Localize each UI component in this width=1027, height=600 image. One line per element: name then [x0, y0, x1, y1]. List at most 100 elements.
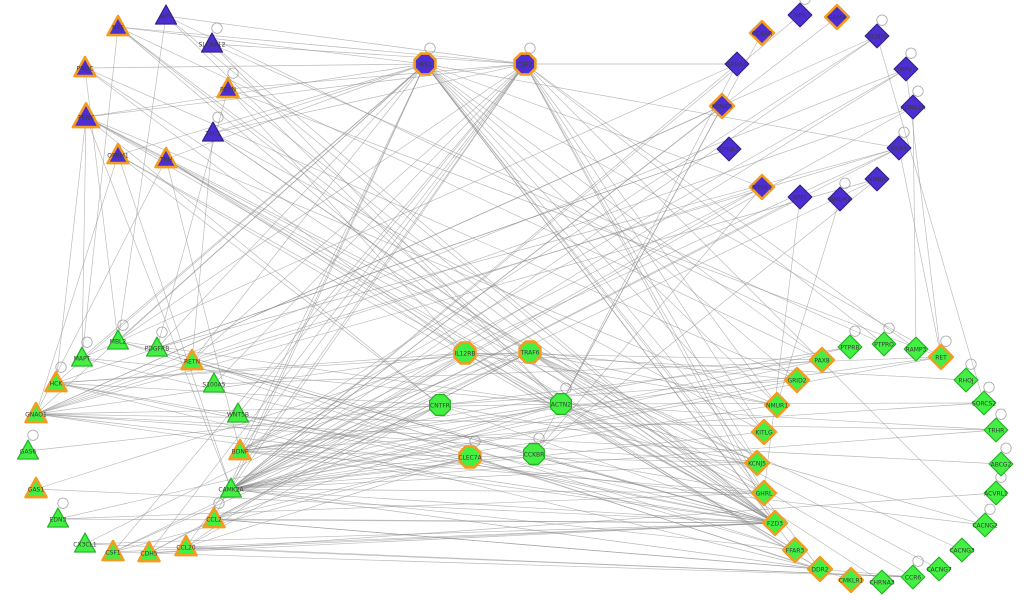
edge-CAMK2A-NMUR1[interactable] — [230, 404, 778, 490]
node-RET[interactable] — [927, 343, 955, 371]
edge-PENK-MAPT[interactable] — [81, 116, 87, 359]
edge-IL12RB-TRH[interactable] — [165, 158, 466, 354]
edge-CSF2-RETN[interactable] — [191, 63, 526, 362]
node-SLC6A12[interactable] — [200, 32, 224, 53]
node-GHRL[interactable] — [750, 479, 778, 507]
node-PTPRB[interactable] — [837, 334, 863, 360]
edge-CAMK2A-KITLG[interactable] — [230, 431, 765, 490]
edge-ACTN2-EDN3[interactable] — [57, 403, 562, 520]
edge-CAMK2A-DDR2[interactable] — [230, 488, 821, 570]
node-ADRA2A[interactable] — [900, 94, 926, 120]
edge-NTSR1-GNAO1[interactable] — [35, 186, 763, 415]
edge-ACTN2-NTS[interactable] — [117, 26, 562, 405]
edge-CCL20-CCR6[interactable] — [185, 546, 914, 578]
node-MAPT[interactable] — [70, 346, 94, 367]
edge-CSF2-MBL2[interactable] — [117, 63, 526, 342]
edge-CAMK2A-NMBR[interactable] — [230, 178, 878, 490]
edge-ACTN2-GNAO1[interactable] — [35, 403, 562, 415]
node-PDYN[interactable] — [216, 76, 240, 99]
edge-TRAF6-NMUR1[interactable] — [529, 351, 778, 406]
edge-CSF2-RAMP3[interactable] — [524, 63, 917, 350]
node-DDR2[interactable] — [806, 555, 834, 583]
edge-CSF2-S100A5[interactable] — [213, 63, 526, 385]
node-FFAR3[interactable] — [781, 536, 809, 564]
edge-CNTFR-OPRM1[interactable] — [117, 154, 441, 406]
node-CSF2[interactable] — [513, 52, 537, 76]
edge-IRS1-PENK[interactable] — [85, 63, 426, 118]
edge-OPRM1-GNAO1[interactable] — [35, 154, 119, 415]
edge-BDNF-TRPV1[interactable] — [239, 68, 907, 452]
edge-IL12RB-GNAO1[interactable] — [35, 352, 466, 415]
edge-TRAF6-CSF1[interactable] — [112, 351, 531, 553]
edge-NPFF-GHRL[interactable] — [763, 196, 801, 494]
node-FZD3[interactable] — [761, 509, 789, 537]
edge-TRAF6-CACNG7[interactable] — [529, 351, 940, 570]
edge-CCL2-DDR2[interactable] — [213, 518, 821, 570]
node-CCR6[interactable] — [900, 564, 926, 590]
node-TRHR[interactable] — [983, 417, 1009, 443]
node-SORCS2[interactable] — [971, 390, 997, 416]
edge-NTS-MAPT[interactable] — [81, 26, 119, 359]
edge-IRS1-TRH[interactable] — [165, 63, 426, 160]
edge-CCKBR-GHRL[interactable] — [533, 453, 765, 494]
edge-FZD3-HCK[interactable] — [55, 382, 776, 524]
edge-PENK-KCNJ5[interactable] — [85, 116, 758, 464]
edge-CAMK2A-NPS[interactable] — [230, 14, 801, 490]
edge-TRAF6-NTS[interactable] — [117, 26, 531, 353]
node-CNTFR[interactable] — [429, 394, 451, 416]
node-WNT5B[interactable] — [226, 402, 250, 423]
edge-EPHA7-PDGFRB[interactable] — [156, 148, 730, 349]
node-PDGFRB[interactable] — [145, 336, 169, 357]
node-CACNG3[interactable] — [949, 537, 975, 563]
edge-ACTN2-EPHA4[interactable] — [560, 63, 738, 405]
edge-CSF2-NMUR1[interactable] — [524, 63, 778, 406]
edge-CSF2-KCNJ5[interactable] — [524, 63, 758, 464]
node-KRAS[interactable] — [886, 135, 912, 161]
edge-TRAF6-KCNJ5[interactable] — [529, 351, 758, 464]
edge-TRH-BDNF[interactable] — [165, 158, 241, 452]
edge-CAMK2A-CNTFR[interactable] — [230, 404, 441, 490]
node-PENK[interactable] — [71, 102, 101, 129]
edge-FZD3-EDN3[interactable] — [57, 518, 776, 524]
edge-IL12RB-FFAR3[interactable] — [464, 352, 796, 551]
edge-CSF2-NPY[interactable] — [165, 15, 526, 65]
edge-FZD3-PDYN[interactable] — [227, 88, 776, 524]
node-KITLG[interactable] — [750, 418, 778, 446]
edge-IL12RB-CX3CL1[interactable] — [84, 352, 466, 545]
edge-CSF2-KITLG[interactable] — [524, 63, 765, 433]
edge-OPRM1-CAMK2A[interactable] — [117, 154, 232, 490]
edge-CNTFR-PENK[interactable] — [85, 116, 441, 406]
node-PNOC[interactable] — [73, 55, 97, 78]
edge-CSF1-CCR6[interactable] — [112, 551, 914, 578]
edge-TRAF6-CCR6[interactable] — [529, 351, 914, 578]
edge-NMBR-GNAO1[interactable] — [35, 178, 878, 415]
edge-FZD3-CX3CL1[interactable] — [84, 522, 776, 545]
edge-FZD3-CDH5[interactable] — [148, 522, 776, 554]
edge-KCNJ9-SORCS2[interactable] — [876, 35, 985, 404]
edge-IRS1-PNOC[interactable] — [84, 63, 426, 69]
edge-CNTFR-PAX8[interactable] — [439, 359, 823, 406]
node-CAMK2A[interactable] — [219, 477, 243, 498]
edge-TRAF6-PENK[interactable] — [85, 116, 531, 353]
edge-FZD3-ACTN2[interactable] — [560, 403, 776, 524]
edge-FZD3-SLC6A12[interactable] — [211, 43, 776, 524]
edge-CCKBR-CCKAR[interactable] — [533, 32, 763, 455]
edge-PDYN-RET[interactable] — [227, 88, 942, 358]
node-NTS[interactable] — [106, 14, 130, 37]
node-CCL20[interactable] — [174, 534, 198, 557]
edge-TRAF6-GRID2[interactable] — [529, 351, 798, 381]
edge-RETN-FFAR3[interactable] — [191, 360, 796, 551]
edge-CLEC7A-CCL2[interactable] — [213, 456, 471, 520]
edge-CSF2-WNT5B[interactable] — [237, 63, 526, 415]
edge-CLEC7A-FFAR3[interactable] — [469, 456, 796, 551]
edge-CAMK2A-IRS1[interactable] — [230, 63, 426, 490]
edge-IRS1-RET[interactable] — [424, 63, 942, 358]
node-CACNG7[interactable] — [926, 556, 952, 582]
node-CLEC7A[interactable] — [458, 445, 482, 469]
node-ACTN2[interactable] — [549, 393, 573, 415]
node-NPFF[interactable] — [787, 184, 813, 210]
edge-TAC1-KITLG[interactable] — [212, 132, 765, 433]
edge-CNTFR-CDH5[interactable] — [148, 404, 441, 554]
edge-CAMK2A-CLEC7A[interactable] — [230, 456, 471, 490]
edge-FZD3-TRH[interactable] — [165, 158, 776, 524]
